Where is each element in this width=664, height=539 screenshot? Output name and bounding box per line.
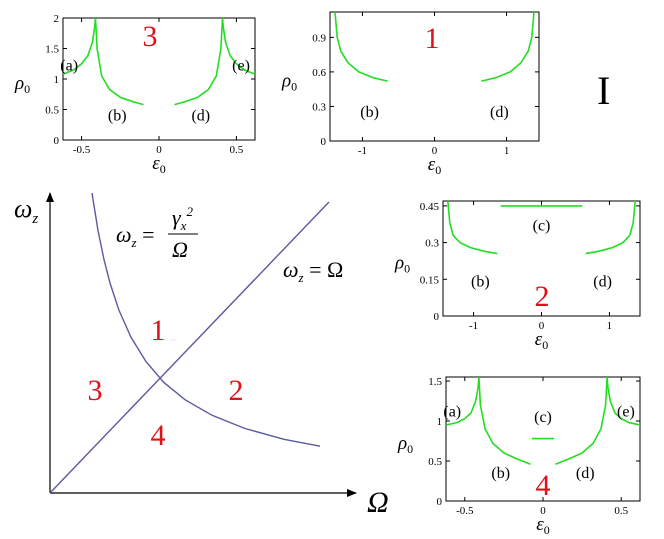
region-number: 3: [143, 20, 158, 53]
x-tick-label: -0.5: [73, 144, 91, 156]
y-tick-label: 1: [437, 416, 443, 428]
y-tick-label: 0.3: [312, 101, 326, 113]
x-tick-label: 0.5: [614, 505, 628, 517]
phase-region-number: 2: [229, 374, 244, 407]
x-tick-label: -0.5: [456, 505, 474, 517]
y-tick-label: 0.45: [420, 201, 440, 213]
eq-line: ωz = Ω: [283, 257, 343, 285]
x-tick-label: 1: [607, 320, 613, 332]
y-tick-label: 2: [54, 13, 60, 25]
x-tick-label: 0: [156, 144, 162, 156]
branch-curve: [481, 11, 535, 82]
figure-label: I: [597, 68, 610, 113]
y-axis-label: ρ0: [397, 433, 413, 456]
branch-label: (d): [593, 274, 612, 291]
x-tick-label: 0.5: [230, 144, 244, 156]
x-tick-label: 1: [504, 145, 510, 157]
phase-x-label: Ω: [367, 486, 389, 519]
y-tick-label: 0.6: [312, 67, 326, 79]
branch-curve: [555, 376, 608, 465]
branch-curve: [606, 376, 641, 426]
branch-curve: [174, 17, 224, 106]
phase-region-number: 3: [88, 374, 103, 407]
region-number: 4: [536, 469, 551, 502]
x-axis-label: ε0: [428, 154, 442, 177]
y-tick-label: 0: [434, 311, 440, 323]
branch-label: (b): [108, 108, 127, 125]
x-axis-label: ε0: [535, 329, 549, 352]
phase-boundary-curve: [49, 201, 330, 494]
x-axis-label: ε0: [536, 514, 550, 537]
branch-curve: [221, 17, 256, 75]
branch-label: (c): [534, 409, 552, 426]
panel-region-2: -1 0 1 0 0.15 0.3 0.45 (b) (c) (d) ε0 ρ0 2: [394, 200, 641, 352]
y-axis-label: ρ0: [281, 71, 297, 94]
x-tick-label: 0: [539, 320, 545, 332]
branch-curve: [447, 200, 498, 255]
x-tick-label: -1: [358, 145, 367, 157]
y-tick-label: 1: [54, 74, 60, 86]
x-axis-label: ε0: [152, 153, 166, 176]
y-tick-label: 0.15: [420, 274, 440, 286]
y-tick-label: 1.5: [45, 44, 59, 56]
y-tick-label: 0: [321, 136, 327, 148]
y-tick-label: 0.9: [312, 32, 326, 44]
branch-curve: [445, 376, 480, 426]
y-tick-label: 0.3: [425, 238, 439, 250]
phase-diagram: Ω ωz ωz = γx2 Ω ωz = Ω 1 2 3 4: [14, 192, 389, 519]
panel-region-3: -0.5 0 0.5 0 0.5 1 1.5 2 (a) (b) (d) (e) ε0 ρ0 3: [14, 13, 256, 176]
x-tick-label: 0: [432, 145, 438, 157]
branch-label: (e): [617, 403, 635, 420]
branch-label: (a): [443, 403, 461, 420]
y-tick-label: 1.5: [428, 376, 442, 388]
branch-curve: [94, 17, 144, 106]
y-tick-label: 0: [54, 135, 60, 147]
branch-label: (a): [60, 58, 78, 75]
branch-label: (e): [232, 58, 250, 75]
branch-curve: [585, 200, 636, 255]
y-axis-label: ρ0: [394, 253, 410, 276]
eq-hyperbola-denominator: Ω: [172, 237, 188, 262]
phase-y-label: ωz: [14, 194, 38, 227]
branch-label: (b): [471, 274, 490, 291]
plot-frame: [62, 17, 256, 141]
branch-curve: [478, 376, 531, 465]
y-axis-label: ρ0: [14, 73, 30, 96]
x-tick-label: -1: [469, 320, 478, 332]
region-number: 2: [535, 280, 550, 313]
branch-label: (b): [491, 465, 510, 482]
panel-region-1: -1 0 1 0 0.3 0.6 0.9 (b) (d) ε0 ρ0 1: [281, 11, 540, 177]
branch-label: (d): [191, 108, 210, 125]
phase-region-number: 4: [151, 419, 166, 452]
eq-hyperbola-lhs: ωz =: [116, 222, 155, 250]
branch-curve: [334, 11, 388, 82]
branch-curve: [62, 17, 97, 75]
phase-region-number: 1: [151, 314, 166, 347]
branch-label: (c): [533, 217, 551, 234]
eq-hyperbola-numerator: γx2: [172, 204, 193, 233]
branch-label: (b): [360, 104, 379, 121]
y-tick-label: 0: [437, 496, 443, 508]
branch-label: (d): [490, 104, 509, 121]
x-tick-label: 0: [540, 505, 546, 517]
phase-boundary-curve: [91, 192, 321, 447]
branch-label: (d): [576, 465, 595, 482]
y-tick-label: 0.5: [428, 456, 442, 468]
region-number: 1: [425, 22, 440, 55]
panel-region-4: -0.5 0 0.5 0 0.5 1 1.5 (a) (b) (c) (d) (e) ε0 ρ0 4: [397, 376, 641, 537]
y-tick-label: 0.5: [45, 105, 59, 117]
